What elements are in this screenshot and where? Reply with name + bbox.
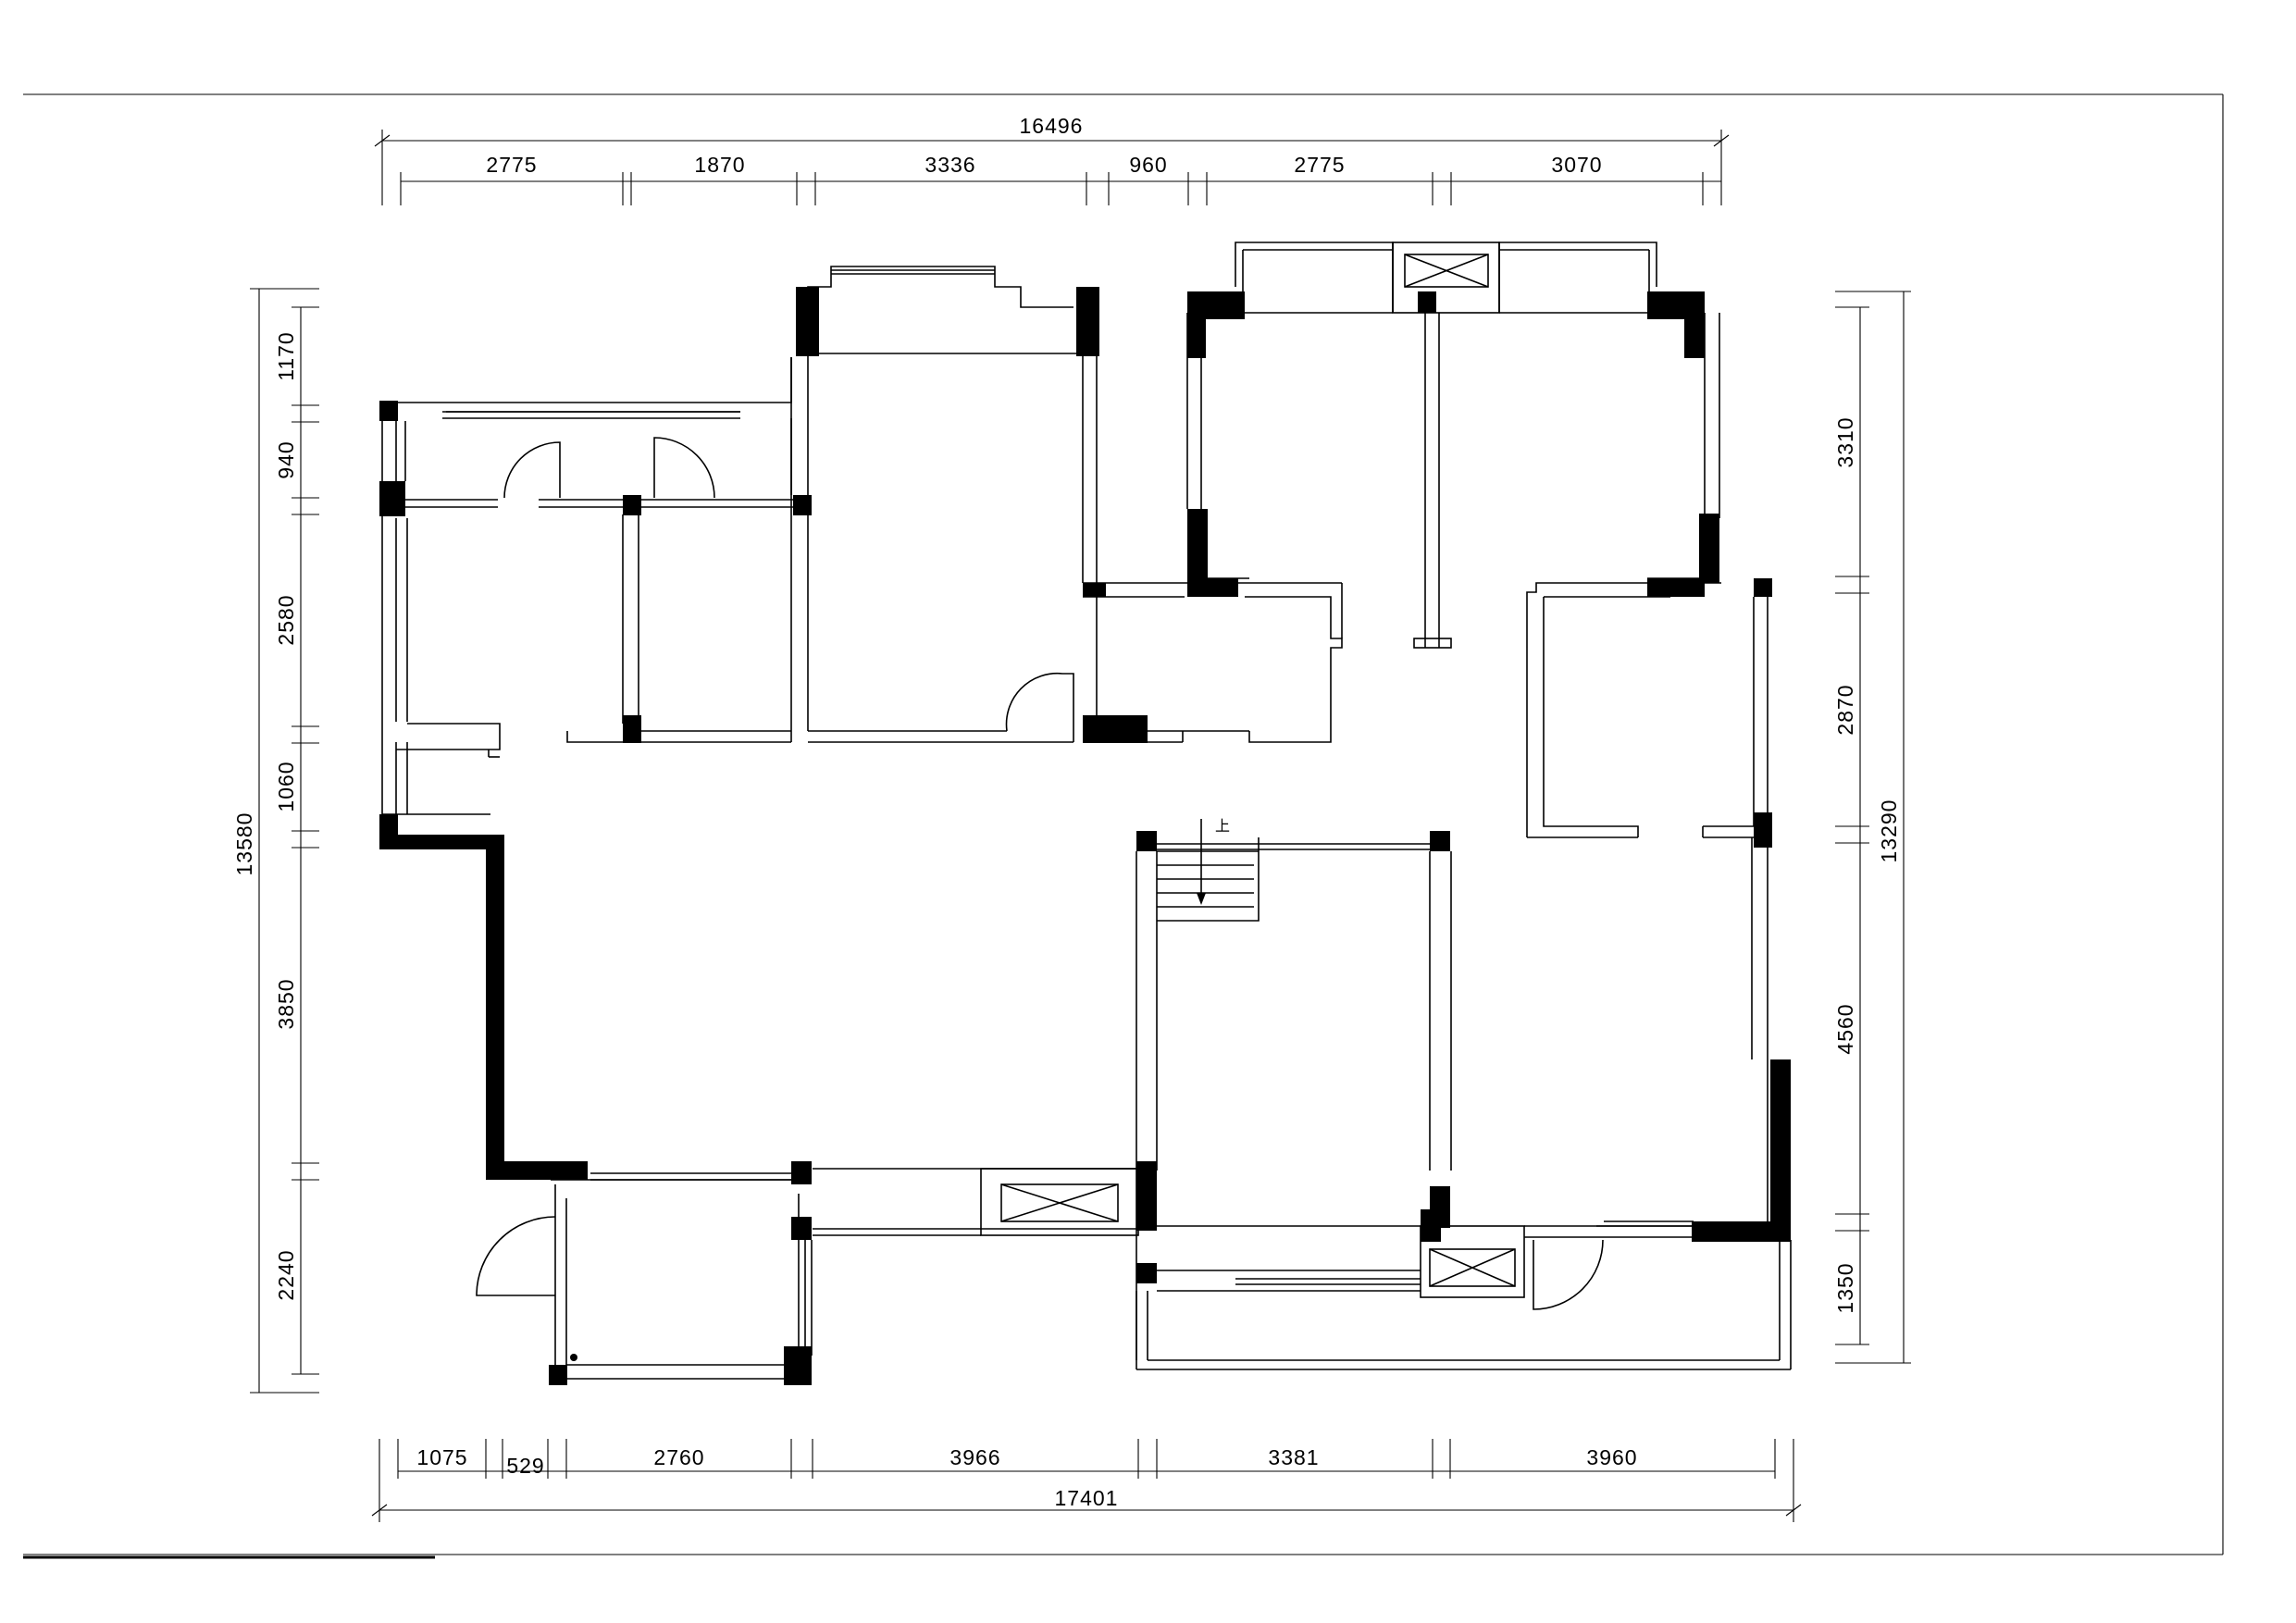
dimension-label: 1350 bbox=[1833, 1262, 1857, 1313]
dimension-label: 529 bbox=[506, 1454, 544, 1478]
dimension-label: 3850 bbox=[274, 978, 298, 1029]
dimension-label: 3381 bbox=[1268, 1445, 1319, 1469]
right-dimension-chain: 3310 2870 4560 1350 13290 bbox=[1833, 291, 1911, 1364]
dimension-label: 940 bbox=[274, 440, 298, 478]
dimension-label: 1170 bbox=[274, 331, 298, 380]
dimension-label: 13580 bbox=[232, 812, 256, 876]
dimension-label: 17401 bbox=[1055, 1486, 1119, 1510]
drawing-frame bbox=[23, 93, 2224, 1559]
top-ticks bbox=[400, 172, 1704, 205]
left-ticks bbox=[292, 306, 319, 1375]
dimension-label: 16496 bbox=[1020, 114, 1084, 138]
dimension-label: 960 bbox=[1129, 153, 1167, 177]
dimension-label: 2775 bbox=[1294, 153, 1345, 177]
dimension-label: 2580 bbox=[274, 594, 298, 645]
structural-columns bbox=[379, 287, 1791, 1385]
dimension-label: 1870 bbox=[694, 153, 745, 177]
dimension-label: 13290 bbox=[1877, 799, 1901, 863]
dimension-label: 3960 bbox=[1586, 1445, 1637, 1469]
dimension-label: 3336 bbox=[925, 153, 975, 177]
dimension-label: 2870 bbox=[1833, 684, 1857, 735]
plan-walls-outline: 上 bbox=[381, 242, 1792, 1380]
dimension-label: 2240 bbox=[274, 1249, 298, 1300]
dimension-label: 4560 bbox=[1833, 1003, 1857, 1054]
dimension-label: 1060 bbox=[274, 761, 298, 812]
dimension-label: 2775 bbox=[486, 153, 537, 177]
stair-label: 上 bbox=[1215, 818, 1231, 835]
bottom-dimension-chain: 1075 529 2760 3966 3381 3960 17401 bbox=[371, 1439, 1802, 1522]
dimension-label: 1075 bbox=[416, 1445, 467, 1469]
dimension-label: 3966 bbox=[949, 1445, 1000, 1469]
dimension-label: 3310 bbox=[1833, 416, 1857, 467]
dimension-label: 2760 bbox=[653, 1445, 704, 1469]
dimension-label: 3070 bbox=[1551, 153, 1602, 177]
bottom-ticks bbox=[397, 1439, 1776, 1479]
right-ticks bbox=[1835, 306, 1869, 1345]
top-dimension-chain: 16496 2775 1870 3336 960 2775 3070 bbox=[374, 114, 1730, 205]
left-dimension-chain: 13580 1170 940 2580 1060 3850 2240 bbox=[232, 288, 319, 1394]
